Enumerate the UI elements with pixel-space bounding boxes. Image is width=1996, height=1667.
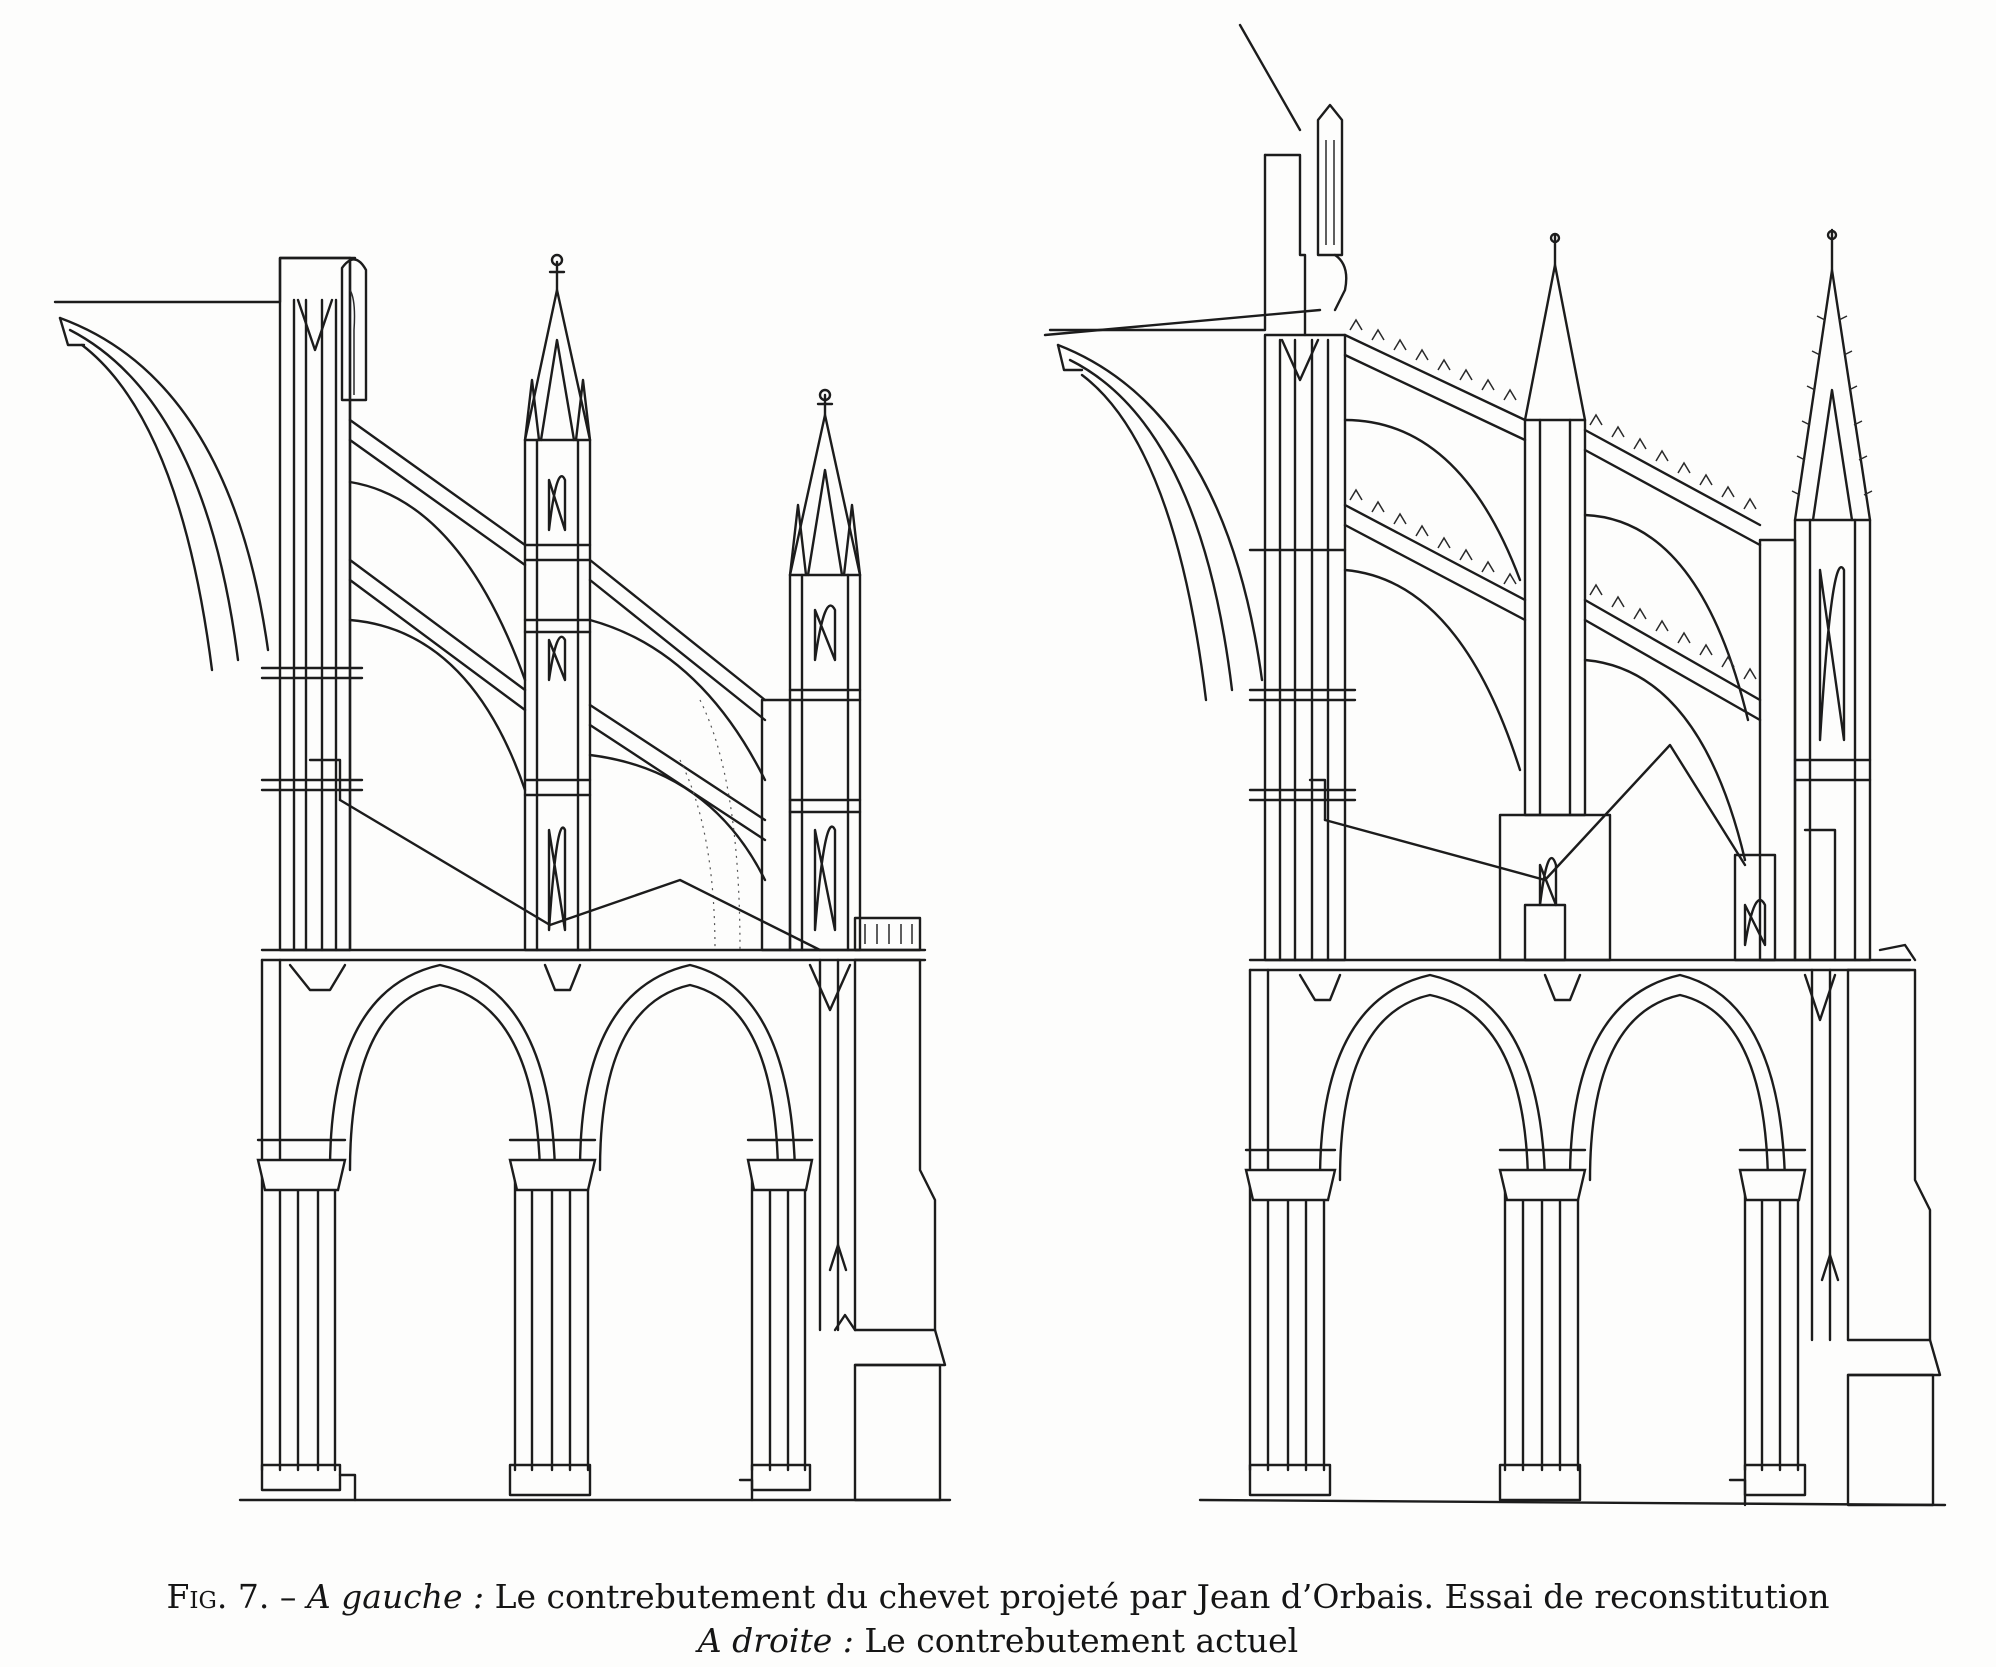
right-wall-head bbox=[1043, 23, 1348, 337]
left-aisle-wall bbox=[828, 958, 947, 1502]
right-high-vault bbox=[1048, 153, 1267, 702]
left-high-vault bbox=[53, 256, 357, 672]
left-label: A gauche : bbox=[306, 1577, 485, 1616]
left-outer-pinnacle bbox=[760, 388, 922, 952]
right-cornice-fragment bbox=[1878, 943, 1917, 962]
left-middle-pinnacle bbox=[523, 253, 592, 952]
figure-drawings bbox=[53, 23, 1947, 1507]
right-columns bbox=[1244, 968, 1850, 1507]
right-label: A droite : bbox=[697, 1621, 854, 1660]
figure-caption: Fig. 7. – A gauche : Le contrebutement d… bbox=[0, 1575, 1996, 1663]
right-ground-line bbox=[1198, 1498, 1947, 1507]
left-section-drawing bbox=[53, 253, 952, 1502]
caption-dash: – bbox=[279, 1577, 297, 1616]
left-arcade bbox=[288, 963, 852, 1172]
left-columns bbox=[256, 958, 857, 1502]
left-caption-text: Le contrebutement du chevet projeté par … bbox=[494, 1577, 1830, 1616]
right-flyers bbox=[1343, 318, 1762, 862]
right-arcade bbox=[1298, 973, 1837, 1182]
left-gallery-slab bbox=[260, 948, 927, 962]
right-strut-lines bbox=[1308, 743, 1747, 882]
left-strut-lines bbox=[308, 758, 822, 952]
left-main-pier bbox=[260, 256, 368, 952]
right-main-pier bbox=[1248, 333, 1357, 962]
caption-line-2: A droite : Le contrebutement actuel bbox=[0, 1619, 1996, 1663]
right-outer-pinnacle bbox=[1733, 228, 1873, 962]
right-aisle-wall bbox=[1820, 968, 1942, 1507]
right-section-drawing bbox=[1043, 23, 1947, 1507]
right-caption-text: Le contrebutement actuel bbox=[864, 1621, 1299, 1660]
caption-line-1: Fig. 7. – A gauche : Le contrebutement d… bbox=[0, 1575, 1996, 1619]
right-middle-pinnacle bbox=[1498, 232, 1612, 962]
left-flyers bbox=[348, 418, 767, 951]
figure-label: Fig. 7. bbox=[166, 1577, 270, 1616]
right-gallery-slab bbox=[1248, 958, 1912, 972]
